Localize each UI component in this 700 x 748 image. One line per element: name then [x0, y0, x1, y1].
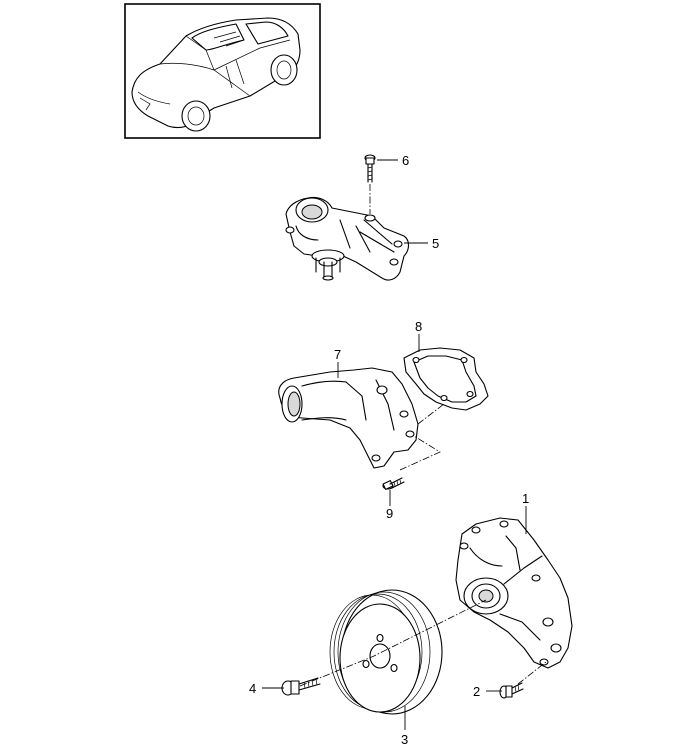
pulley-3	[329, 589, 443, 715]
water-pump-1	[455, 517, 573, 669]
callout-4: 4	[249, 681, 256, 696]
suv-icon	[131, 17, 301, 132]
thermostat-housing-5	[285, 196, 410, 281]
vehicle-thumbnail	[124, 3, 321, 139]
callout-7: 7	[334, 347, 341, 362]
gasket-8	[403, 347, 489, 411]
bolt-9	[382, 477, 405, 490]
axis-7-8	[417, 403, 445, 425]
callout-3: 3	[401, 732, 408, 747]
callout-1: 1	[522, 491, 529, 506]
callout-5: 5	[432, 236, 439, 251]
axis-2-1	[517, 661, 547, 685]
bolt-6	[364, 154, 376, 183]
callout-2: 2	[473, 684, 480, 699]
callout-6: 6	[402, 153, 409, 168]
axis-9-7	[399, 435, 441, 471]
bolt-2	[499, 682, 524, 699]
bolt-4	[281, 677, 321, 696]
callout-9: 9	[386, 506, 393, 521]
axis-4-3-1	[299, 599, 487, 687]
callout-8: 8	[415, 319, 422, 334]
coolant-pipe-7	[278, 367, 419, 469]
